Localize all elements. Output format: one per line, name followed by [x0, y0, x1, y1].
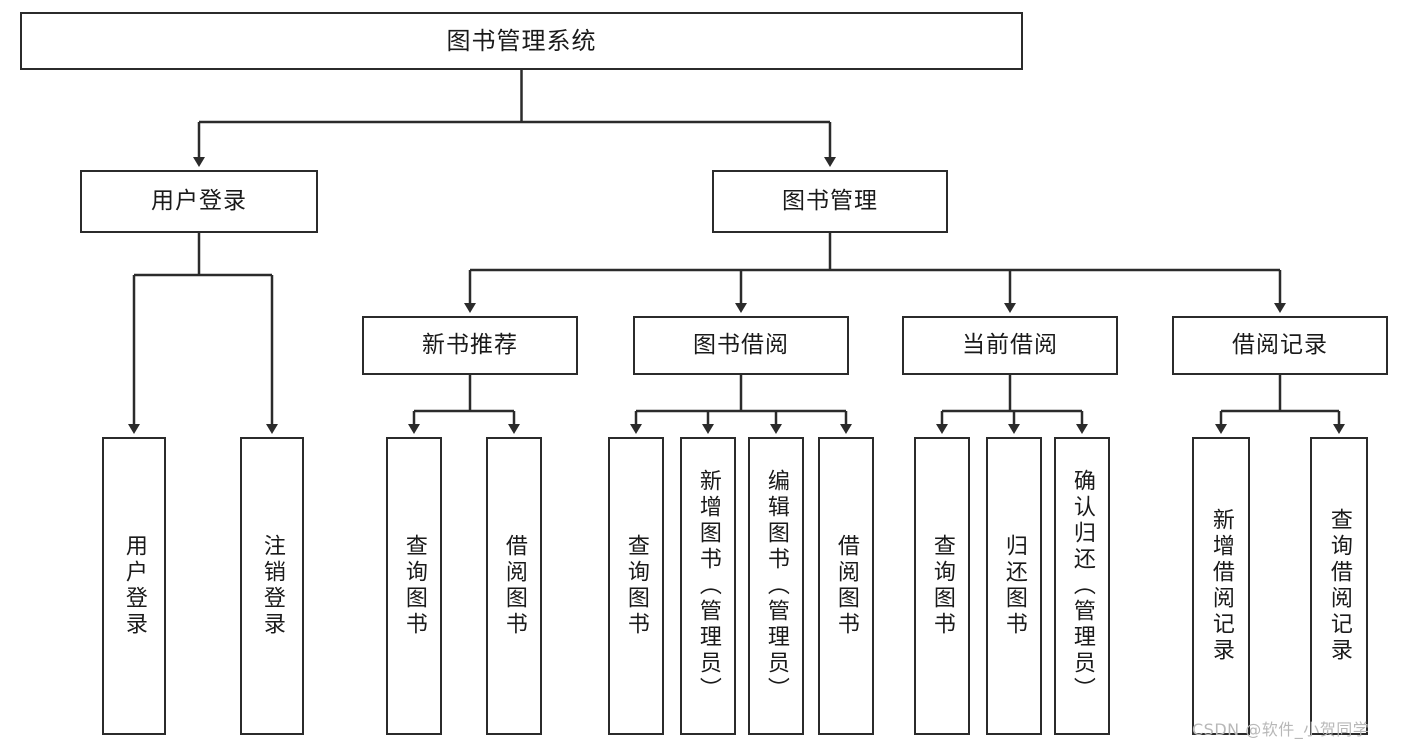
node-new-book-recommend-label: 新书推荐 — [422, 331, 518, 358]
node-root[interactable]: 图书管理系统 — [20, 12, 1023, 70]
node-leaf-query-record[interactable]: 查询借阅记录 — [1310, 437, 1368, 735]
node-leaf-query-book-borrow[interactable]: 查询图书 — [608, 437, 664, 735]
node-leaf-query-book-cur-label: 查询图书 — [929, 534, 955, 638]
node-current-borrow-label: 当前借阅 — [962, 331, 1058, 358]
node-leaf-borrow-book-rec[interactable]: 借阅图书 — [486, 437, 542, 735]
node-book-manage-label: 图书管理 — [782, 187, 878, 214]
node-leaf-return-book[interactable]: 归还图书 — [986, 437, 1042, 735]
node-leaf-edit-book-label: 编辑图书（管理员） — [763, 469, 789, 703]
node-root-label: 图书管理系统 — [446, 26, 597, 55]
node-leaf-user-login[interactable]: 用户登录 — [102, 437, 166, 735]
node-leaf-logout-label: 注销登录 — [259, 534, 285, 638]
node-book-borrow[interactable]: 图书借阅 — [633, 316, 849, 375]
node-leaf-add-record[interactable]: 新增借阅记录 — [1192, 437, 1250, 735]
node-new-book-recommend[interactable]: 新书推荐 — [362, 316, 578, 375]
node-leaf-confirm-return[interactable]: 确认归还（管理员） — [1054, 437, 1110, 735]
node-leaf-query-book-cur[interactable]: 查询图书 — [914, 437, 970, 735]
watermark: CSDN @软件_小贺同学 — [1192, 720, 1370, 739]
node-book-borrow-label: 图书借阅 — [693, 331, 789, 358]
node-user-login[interactable]: 用户登录 — [80, 170, 318, 233]
node-borrow-record-label: 借阅记录 — [1232, 331, 1328, 358]
node-book-manage[interactable]: 图书管理 — [712, 170, 948, 233]
node-leaf-confirm-return-label: 确认归还（管理员） — [1069, 469, 1095, 703]
node-leaf-add-book-label: 新增图书（管理员） — [695, 469, 721, 703]
node-leaf-borrow-book-label: 借阅图书 — [833, 534, 859, 638]
node-leaf-logout[interactable]: 注销登录 — [240, 437, 304, 735]
node-leaf-add-record-label: 新增借阅记录 — [1208, 508, 1234, 664]
node-leaf-query-record-label: 查询借阅记录 — [1326, 508, 1352, 664]
node-leaf-query-book-borrow-label: 查询图书 — [623, 534, 649, 638]
node-leaf-query-book-rec[interactable]: 查询图书 — [386, 437, 442, 735]
node-leaf-return-book-label: 归还图书 — [1001, 534, 1027, 638]
node-leaf-edit-book[interactable]: 编辑图书（管理员） — [748, 437, 804, 735]
node-leaf-user-login-label: 用户登录 — [121, 534, 147, 638]
node-leaf-query-book-rec-label: 查询图书 — [401, 534, 427, 638]
node-leaf-borrow-book[interactable]: 借阅图书 — [818, 437, 874, 735]
node-leaf-borrow-book-rec-label: 借阅图书 — [501, 534, 527, 638]
node-current-borrow[interactable]: 当前借阅 — [902, 316, 1118, 375]
node-user-login-label: 用户登录 — [151, 187, 247, 214]
node-leaf-add-book[interactable]: 新增图书（管理员） — [680, 437, 736, 735]
node-borrow-record[interactable]: 借阅记录 — [1172, 316, 1388, 375]
